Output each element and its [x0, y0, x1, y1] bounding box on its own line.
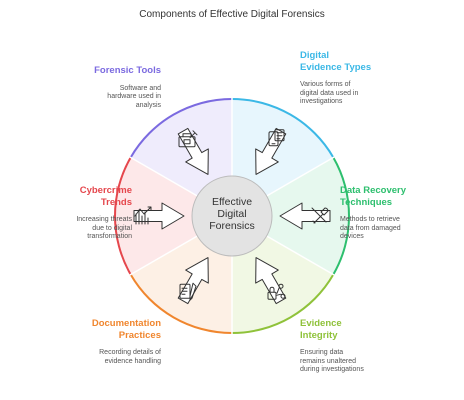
arrow-documentation-practices [177, 257, 209, 305]
wrench-tools-icon [311, 207, 329, 224]
segment-description-line: devices [340, 233, 364, 241]
segment-title-line: Techniques [340, 196, 393, 208]
sector-rim-forensic-tools [129, 98, 232, 158]
segment-description-line: analysis [135, 101, 161, 109]
sector-rim-evidence-integrity [232, 274, 335, 334]
sector-divider [129, 235, 198, 276]
segment-description-line: Methods to retrieve [340, 216, 400, 223]
segment-title-line: Evidence Types [300, 61, 372, 73]
segment-description-line: digital data used in [300, 89, 359, 97]
segment-description-line: Increasing threats [76, 216, 132, 223]
sector-rim-data-recovery-techniques [332, 157, 350, 275]
segment-description-line: Various forms of [300, 81, 351, 88]
notepad-pen-icon [179, 282, 197, 301]
segment-title-line: Trends [100, 196, 132, 208]
segment-description-line: data from damaged [340, 224, 401, 232]
diagram-title: Components of Effective Digital Forensic… [139, 9, 325, 20]
segment-title-line: Forensic Tools [94, 65, 161, 76]
segment-description-line: due to digital [92, 224, 132, 232]
segment-title-line: Integrity [300, 329, 338, 341]
segment-description-line: during investigations [300, 366, 364, 374]
segment-description-line: evidence handling [104, 357, 161, 365]
segment-description-line: investigations [300, 98, 343, 106]
segment-description-line: hardware used in [107, 93, 161, 101]
sector-divider [266, 156, 335, 197]
document-device-icon [268, 129, 285, 147]
sector-divider [266, 235, 335, 276]
segment-description-line: remains unaltered [300, 357, 357, 365]
sector-rim-cybercrime-trends [114, 157, 132, 275]
toolbox-computer-icon [178, 130, 198, 148]
segment-title-line: Cybercrime [79, 185, 132, 196]
center-circle [191, 175, 273, 257]
segment-title-line: Digital [300, 50, 330, 61]
segment-title: Forensic Tools [14, 65, 161, 77]
segment-description-line: Software and [119, 84, 161, 92]
sector-rim-documentation-practices [129, 274, 232, 334]
segment-title-line: Evidence [300, 318, 342, 329]
sector-rim-digital-evidence-types [232, 98, 335, 158]
segment-description-line: transformation [87, 233, 132, 241]
segment-title-line: Practices [118, 329, 161, 341]
lock-link-icon [267, 283, 286, 300]
segment-title-line: Documentation [91, 318, 161, 329]
sector-divider [129, 156, 198, 197]
segment-description-line: Ensuring data [300, 349, 344, 356]
trend-chart-icon [134, 206, 152, 225]
segment-description-line: Recording details of [99, 349, 161, 356]
segment-title-line: Data Recovery [340, 185, 407, 196]
